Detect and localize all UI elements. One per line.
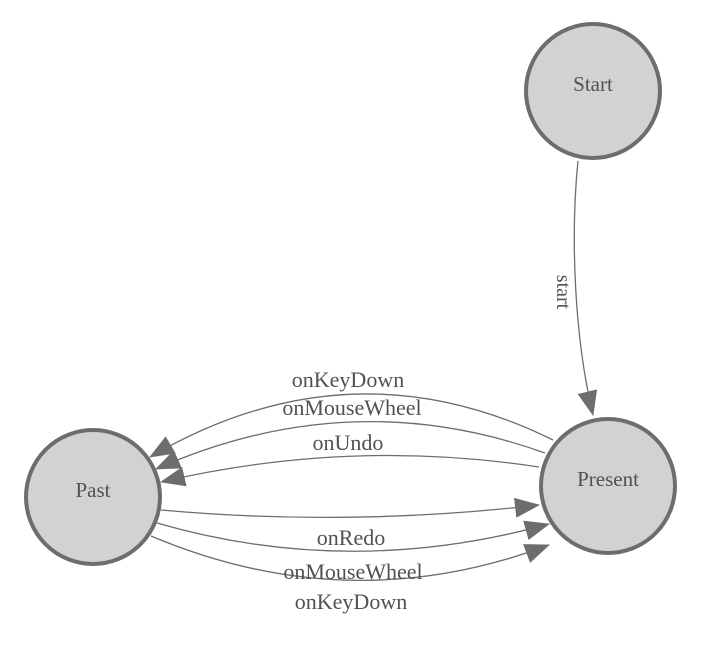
state-node-label: Present — [577, 467, 639, 491]
edge-label-onmousewheel-bottom: onMouseWheel — [283, 559, 422, 584]
edge-past-to-present-onmousewheel[interactable] — [156, 520, 550, 552]
edge-label-onkeydown-top: onKeyDown — [292, 367, 404, 392]
edge-label-onmousewheel-top: onMouseWheel — [282, 395, 421, 420]
edge-label-onundo: onUndo — [313, 430, 384, 455]
state-node-present[interactable]: Present — [539, 417, 677, 555]
edge-present-to-past-onmousewheel[interactable] — [155, 421, 546, 470]
state-node-label: Start — [573, 72, 613, 96]
edge-label-onredo: onRedo — [317, 525, 385, 550]
edge-past-to-present-onkeydown[interactable] — [150, 535, 550, 582]
state-node-past[interactable]: Past — [24, 428, 162, 566]
state-circle[interactable] — [24, 428, 162, 566]
edge-past-to-present-onredo[interactable] — [160, 497, 540, 519]
edge-label-onkeydown-bottom: onKeyDown — [295, 589, 407, 614]
state-circle[interactable] — [524, 22, 662, 160]
edge-start-to-present[interactable] — [573, 160, 598, 416]
edge-present-to-past-onkeydown[interactable] — [149, 393, 554, 458]
state-node-label: Past — [75, 478, 110, 502]
edge-label-start: start — [552, 275, 574, 310]
state-circle[interactable] — [539, 417, 677, 555]
edge-present-to-past-onundo[interactable] — [160, 454, 540, 487]
state-node-start[interactable]: Start — [524, 22, 662, 160]
